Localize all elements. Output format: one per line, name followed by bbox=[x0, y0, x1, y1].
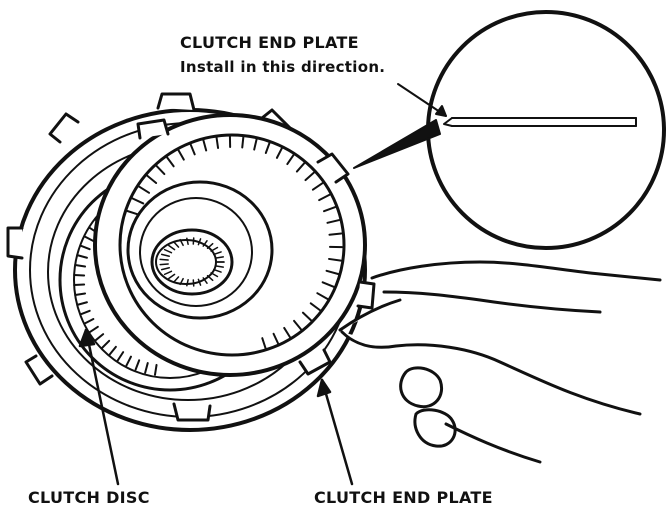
install-direction-note: Install in this direction. bbox=[180, 58, 385, 76]
tooth bbox=[160, 259, 168, 260]
tooth bbox=[242, 136, 243, 148]
clutch-hub bbox=[128, 182, 272, 318]
tooth bbox=[89, 327, 97, 332]
hand-illustration bbox=[340, 262, 660, 462]
magnified-inset bbox=[428, 12, 664, 248]
tooth bbox=[95, 334, 103, 340]
tooth bbox=[145, 363, 148, 373]
tooth bbox=[118, 352, 123, 360]
clutch-end-plate-label: CLUTCH END PLATE bbox=[314, 488, 493, 507]
tooth bbox=[329, 234, 341, 235]
tooth bbox=[75, 265, 85, 267]
tooth bbox=[84, 319, 93, 324]
tooth bbox=[155, 365, 157, 375]
end-plate-arrow bbox=[318, 380, 352, 484]
tooth bbox=[84, 236, 93, 241]
tooth bbox=[102, 341, 109, 348]
top-title-label: CLUTCH END PLATE bbox=[180, 33, 359, 52]
tooth bbox=[110, 347, 116, 355]
tooth bbox=[77, 302, 87, 305]
tooth bbox=[74, 285, 84, 286]
clutch-disc-label: CLUTCH DISC bbox=[28, 488, 150, 507]
tooth bbox=[160, 264, 168, 265]
tooth bbox=[126, 357, 131, 366]
tooth bbox=[136, 360, 140, 369]
tooth bbox=[74, 275, 84, 276]
tooth bbox=[75, 293, 85, 295]
tooth bbox=[80, 311, 89, 315]
tooth bbox=[80, 246, 89, 250]
tooth bbox=[77, 255, 87, 258]
